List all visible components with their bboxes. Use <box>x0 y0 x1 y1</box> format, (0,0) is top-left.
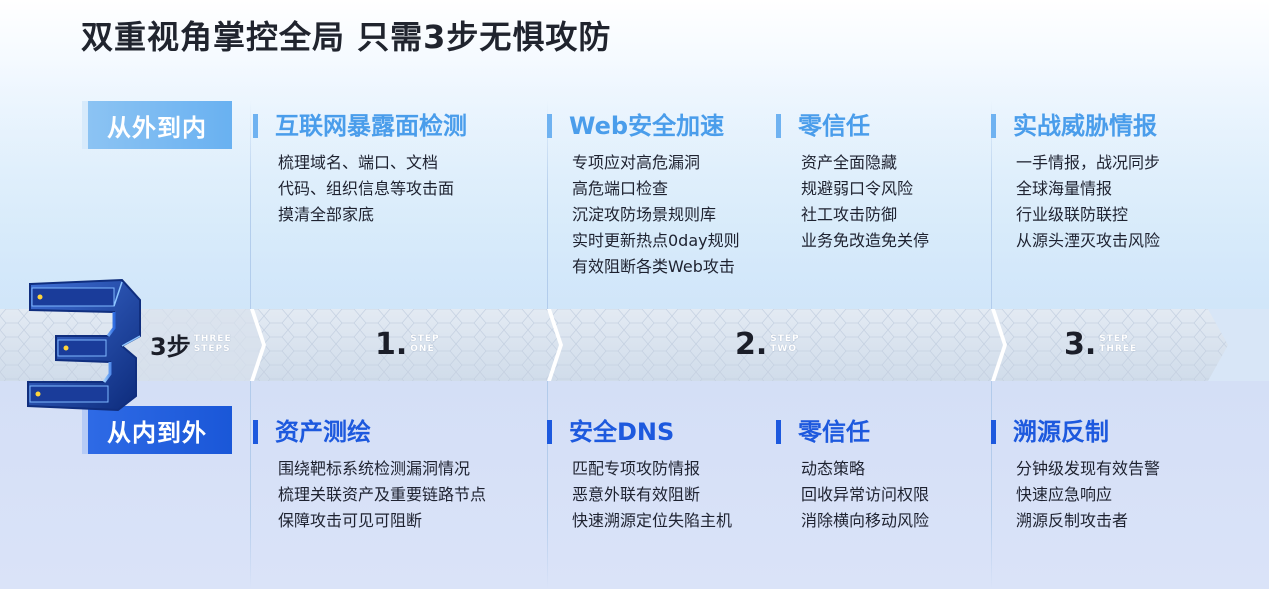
page-title: 双重视角掌控全局 只需3步无惧攻防 <box>81 18 612 56</box>
step-subtitle: THREE STEPS <box>193 334 232 354</box>
chevron-divider <box>547 309 563 381</box>
column-heading: 溯源反制 <box>1013 418 1109 446</box>
heading-bar <box>991 420 996 444</box>
step-one-label: 1. STEP ONE <box>375 326 440 362</box>
inside-out-label: 从内到外 <box>82 406 232 454</box>
list-item: 恶意外联有效阻断 <box>572 485 701 504</box>
list-item: 高危端口检查 <box>572 179 669 198</box>
lower-background <box>0 343 1269 589</box>
list-item: 行业级联防联控 <box>1016 205 1129 224</box>
list-item: 一手情报，战况同步 <box>1016 153 1161 172</box>
list-item: 分钟级发现有效告警 <box>1016 459 1161 478</box>
list-item: 社工攻击防御 <box>801 205 898 224</box>
list-item: 动态策略 <box>801 459 866 478</box>
step-number: 3 <box>1064 326 1085 362</box>
item-list: 梳理域名、端口、文档 代码、组织信息等攻击面 摸清全部家底 <box>253 150 467 228</box>
item-list: 一手情报，战况同步 全球海量情报 行业级联防联控 从源头湮灭攻击风险 <box>991 150 1160 254</box>
heading-bar <box>776 114 781 138</box>
step-three-label: 3. STEP THREE <box>1064 326 1138 362</box>
step-number: 1 <box>375 326 396 362</box>
bottom-column-2: 安全DNS 匹配专项攻防情报 恶意外联有效阻断 快速溯源定位失陷主机 <box>547 417 732 534</box>
list-item: 摸清全部家底 <box>278 205 375 224</box>
item-list: 动态策略 回收异常访问权限 消除横向移动风险 <box>776 456 929 534</box>
list-item: 梳理域名、端口、文档 <box>278 153 439 172</box>
list-item: 资产全面隐藏 <box>801 153 898 172</box>
step-subtitle: STEP THREE <box>1099 334 1138 354</box>
heading-bar <box>776 420 781 444</box>
chevron-divider <box>991 309 1007 381</box>
list-item: 回收异常访问权限 <box>801 485 930 504</box>
list-item: 快速应急响应 <box>1016 485 1113 504</box>
step-subtitle: STEP TWO <box>770 334 800 354</box>
bottom-column-3: 零信任 动态策略 回收异常访问权限 消除横向移动风险 <box>776 417 929 534</box>
heading-bar <box>253 114 258 138</box>
steps-band <box>0 309 1269 381</box>
list-item: 有效阻断各类Web攻击 <box>572 257 735 276</box>
list-item: 全球海量情报 <box>1016 179 1113 198</box>
list-item: 规避弱口令风险 <box>801 179 914 198</box>
top-column-2: Web安全加速 专项应对高危漏洞 高危端口检查 沉淀攻防场景规则库 实时更新热点… <box>547 111 740 280</box>
list-item: 消除横向移动风险 <box>801 511 930 530</box>
list-item: 代码、组织信息等攻击面 <box>278 179 455 198</box>
top-column-4: 实战威胁情报 一手情报，战况同步 全球海量情报 行业级联防联控 从源头湮灭攻击风… <box>991 111 1160 254</box>
step-subtitle: STEP ONE <box>410 334 440 354</box>
chevron-divider <box>250 309 266 381</box>
3d-number-three-icon <box>27 278 141 412</box>
list-item: 专项应对高危漏洞 <box>572 153 701 172</box>
list-item: 沉淀攻防场景规则库 <box>572 205 717 224</box>
item-list: 专项应对高危漏洞 高危端口检查 沉淀攻防场景规则库 实时更新热点0day规则 有… <box>547 150 740 280</box>
column-heading: 零信任 <box>798 418 870 446</box>
column-heading: 零信任 <box>798 112 870 140</box>
bottom-column-1: 资产测绘 围绕靶标系统检测漏洞情况 梳理关联资产及重要链路节点 保障攻击可见可阻… <box>253 417 486 534</box>
step-two-label: 2. STEP TWO <box>735 326 800 362</box>
column-heading: 互联网暴露面检测 <box>275 112 467 140</box>
list-item: 围绕靶标系统检测漏洞情况 <box>278 459 471 478</box>
item-list: 资产全面隐藏 规避弱口令风险 社工攻击防御 业务免改造免关停 <box>776 150 929 254</box>
step-number: 2 <box>735 326 756 362</box>
list-item: 业务免改造免关停 <box>801 231 930 250</box>
list-item: 实时更新热点0day规则 <box>572 231 740 250</box>
item-list: 匹配专项攻防情报 恶意外联有效阻断 快速溯源定位失陷主机 <box>547 456 732 534</box>
column-heading: 资产测绘 <box>275 418 371 446</box>
list-item: 快速溯源定位失陷主机 <box>572 511 733 530</box>
list-item: 从源头湮灭攻击风险 <box>1016 231 1161 250</box>
list-item: 梳理关联资产及重要链路节点 <box>278 485 487 504</box>
list-item: 溯源反制攻击者 <box>1016 511 1129 530</box>
step-number: 3步 <box>150 332 191 361</box>
heading-bar <box>253 420 258 444</box>
column-heading: Web安全加速 <box>569 112 725 140</box>
heading-bar <box>991 114 996 138</box>
list-item: 匹配专项攻防情报 <box>572 459 701 478</box>
steps-band-graphic <box>0 309 1269 381</box>
list-item: 保障攻击可见可阻断 <box>278 511 423 530</box>
heading-bar <box>547 420 552 444</box>
outside-in-label: 从外到内 <box>82 101 232 149</box>
band-end <box>1208 309 1269 381</box>
item-list: 围绕靶标系统检测漏洞情况 梳理关联资产及重要链路节点 保障攻击可见可阻断 <box>253 456 486 534</box>
top-column-1: 互联网暴露面检测 梳理域名、端口、文档 代码、组织信息等攻击面 摸清全部家底 <box>253 111 467 228</box>
top-column-3: 零信任 资产全面隐藏 规避弱口令风险 社工攻击防御 业务免改造免关停 <box>776 111 929 254</box>
bottom-column-4: 溯源反制 分钟级发现有效告警 快速应急响应 溯源反制攻击者 <box>991 417 1160 534</box>
chevron-intro <box>130 309 262 381</box>
column-heading: 实战威胁情报 <box>1013 112 1157 140</box>
intro-step-label: 3步 THREE STEPS <box>150 326 232 362</box>
column-heading: 安全DNS <box>569 418 675 446</box>
item-list: 分钟级发现有效告警 快速应急响应 溯源反制攻击者 <box>991 456 1160 534</box>
heading-bar <box>547 114 552 138</box>
